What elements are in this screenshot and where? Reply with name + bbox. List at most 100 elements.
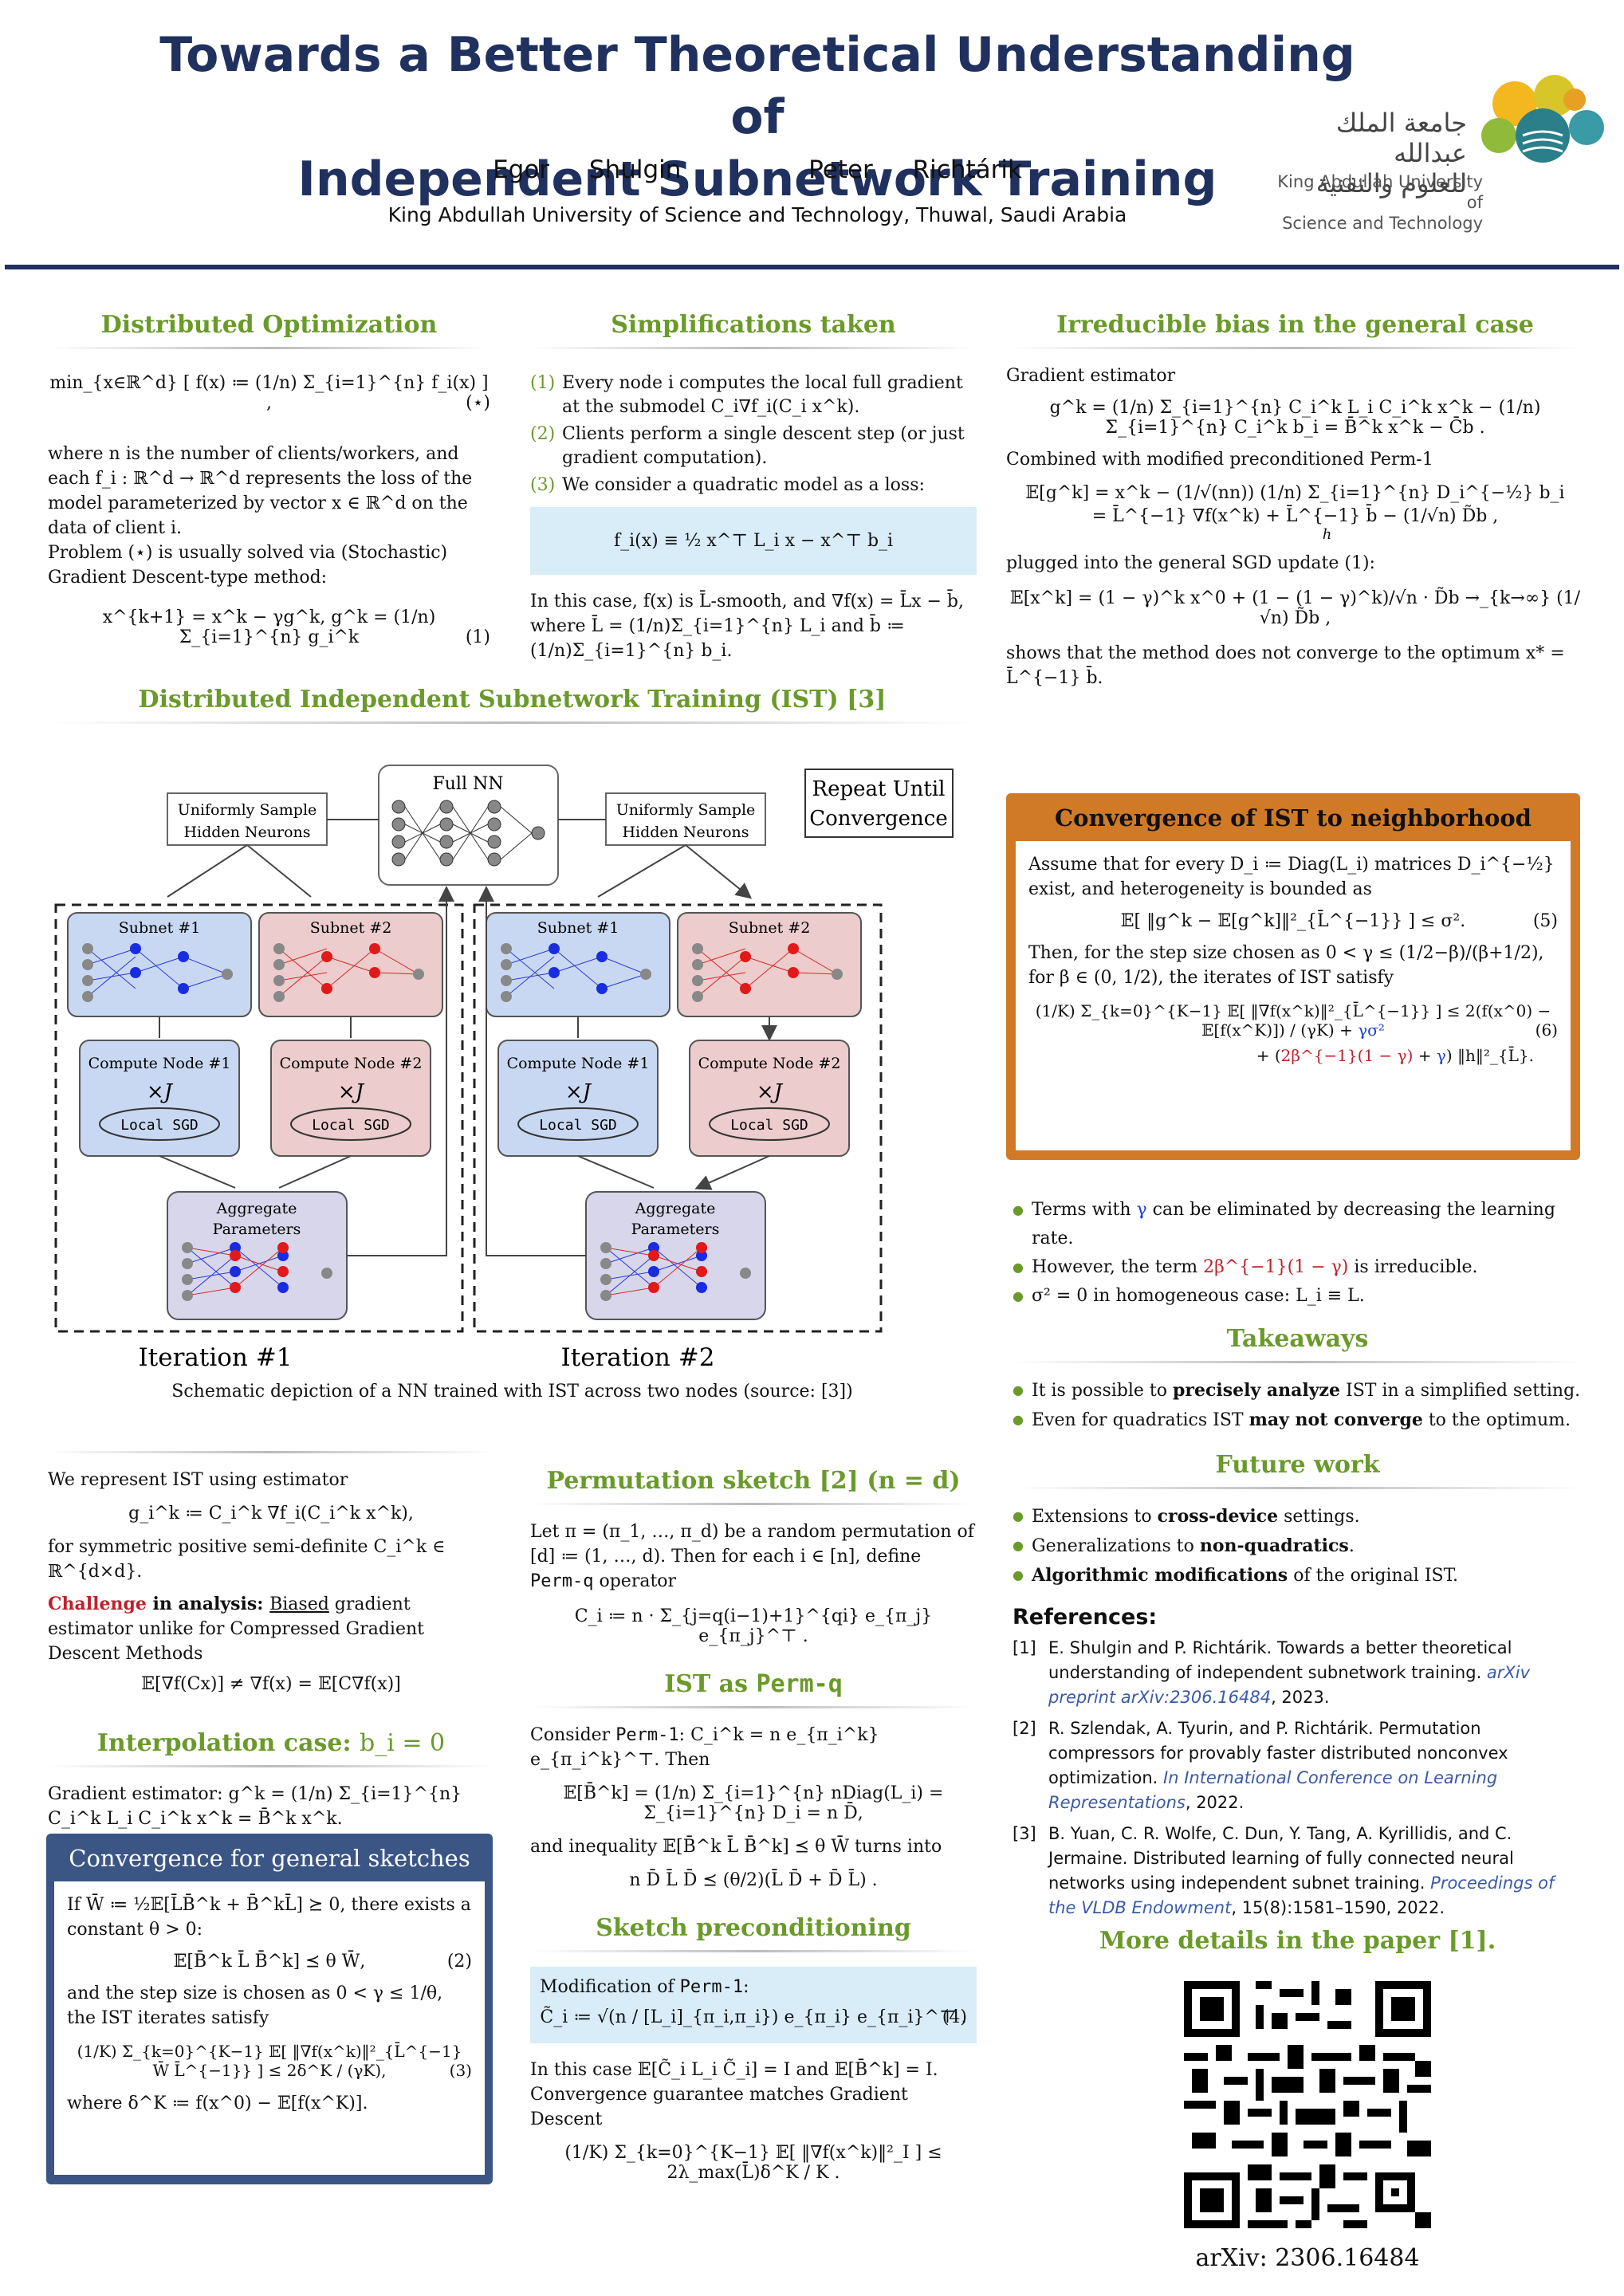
eq-inequality: n D̄ L̄ D̄ ⪯ (θ/2)(L̄ D̄ + D̄ L̄) . — [629, 1870, 878, 1890]
subnet-label: Subnet #1 — [537, 919, 619, 937]
list-item: (3)We consider a quadratic model as a lo… — [530, 475, 925, 495]
section-permutation: Permutation sketch [2] (n = d) Let π = (… — [530, 1467, 977, 2183]
quadratic-model-box: f_i(x) ≡ ½ x^⊤ L_i x − x^⊤ b_i — [530, 507, 977, 575]
paragraph: Convergence guarantee matches Gradient D… — [530, 2085, 908, 2129]
aggregate-label: Parameters — [213, 1221, 301, 1238]
eq-perm: C_i ≔ n · Σ_{j=q(i−1)+1}^{qi} e_{π_j} e_… — [574, 1606, 933, 1646]
subnet-label: Subnet #2 — [310, 919, 392, 937]
local-sgd-label: Local SGD — [730, 1117, 808, 1134]
xj-label: ×J — [565, 1080, 592, 1104]
paragraph: Consider Perm-1: C_i^k = n e_{π_i^k} e_{… — [530, 1725, 879, 1770]
eq-gd-rate: (1/K) Σ_{k=0}^{K−1} 𝔼[ ‖∇f(x^k)‖²_I ] ≤ … — [564, 2143, 942, 2183]
iteration-2-box — [473, 903, 883, 1333]
paragraph: In this case, f(x) is L̄-smooth, and ∇f(… — [530, 592, 964, 611]
list-item: Algorithmic modifications of the origina… — [1013, 1561, 1583, 1590]
repeat-label-1: Repeat Until — [812, 777, 946, 801]
section-title: Distributed Independent Subnetwork Train… — [138, 686, 887, 714]
arxiv-id: arXiv: 2306.16484 — [1195, 2244, 1420, 2272]
compute-nodes: Compute Node #1 ×J Local SGD Compute Nod… — [79, 1040, 850, 1157]
eq-bias: 𝔼[∇f(Cx)] ≠ ∇f(x) = 𝔼[C∇f(x)] — [141, 1674, 401, 1694]
list-item: Terms with γ can be eliminated by decrea… — [1013, 1196, 1583, 1253]
eq-condition: 𝔼[B̄^k L̄ B̄^k] ⪯ θ W̄,(2) — [173, 1952, 472, 1972]
section-irreducible-bias: Irreducible bias in the general case Gra… — [1006, 311, 1584, 690]
section-simplifications: Simplifications taken (1)Every node i co… — [530, 311, 977, 663]
section-title: Future work — [1215, 1451, 1380, 1479]
title-line-2: Independent Subnetwork Training — [297, 151, 1217, 207]
eq-ist-rate-b: + (2β^{−1}(1 − γ) + γ) ‖h‖²_{L̄}. — [1256, 1046, 1534, 1065]
eq-expectation-a: 𝔼[g^k] = x^k − (1/√(nn)) (1/n) Σ_{i=1}^{… — [1025, 483, 1565, 503]
compute-node-label: Compute Node #1 — [88, 1055, 231, 1072]
simplification-list: (1)Every node i computes the local full … — [530, 372, 977, 497]
paragraph: and the step size is chosen as 0 < γ ≤ 1… — [67, 1983, 443, 2028]
paragraph: where L̄ = (1/n)Σ_{i=1}^{n} L_i and b̄ ≔… — [530, 616, 905, 661]
logo-arabic: جامعة الملك عبدالله للعلوم والتقنية — [1315, 108, 1467, 199]
section-title: Distributed Optimization — [100, 311, 438, 339]
more-details: More details in the paper [1]. — [1099, 1927, 1496, 1955]
sketch-precond-box: Modification of Perm-1: C̃_i ≔ √(n / [L_… — [530, 1967, 977, 2043]
paragraph: Then, for the step size chosen as 0 < γ … — [1028, 943, 1544, 988]
iteration-1-label: Iteration #1 — [139, 1343, 293, 1372]
full-nn-box — [378, 765, 559, 886]
references-title: References: — [1013, 1605, 1158, 1630]
xj-label: ×J — [757, 1080, 784, 1104]
aggregate-label: Parameters — [631, 1221, 720, 1238]
eq-expectation-b: = L̄^{−1} ∇f(x^k) + L̄^{−1} b̄ − (1/√n) … — [1091, 506, 1499, 526]
convergence-notes: Terms with γ can be eliminated by decrea… — [1013, 1196, 1583, 1955]
paragraph: In this case 𝔼[C̃_i L_i C̃_i] = I and 𝔼[… — [530, 2060, 938, 2080]
paragraph: plugged into the general SGD update (1): — [1006, 553, 1375, 573]
section-title: Interpolation case: b_i = 0 — [96, 1729, 446, 1757]
list-item: (1)Every node i computes the local full … — [530, 373, 963, 417]
header-rule — [5, 265, 1619, 269]
qr-code-icon[interactable] — [1176, 1973, 1439, 2236]
title-line-1: Towards a Better Theoretical Understandi… — [159, 27, 1355, 145]
paragraph: where δ^K ≔ f(x^0) − 𝔼[f(x^K)]. — [67, 2094, 368, 2113]
reference-link[interactable]: In International Conference on Learning … — [1048, 1768, 1498, 1812]
paragraph: where n is the number of clients/workers… — [48, 444, 473, 538]
section-title: Simplifications taken — [611, 311, 896, 339]
eq-heterogeneity: 𝔼[ ‖g^k − 𝔼[g^k]‖²_{L̄^{−1}} ] ≤ σ².(5) — [1120, 911, 1558, 931]
list-item: Extensions to cross-device settings. — [1013, 1502, 1583, 1531]
paragraph: and inequality 𝔼[B̄^k L̄ B̄^k] ⪯ θ W̄ tu… — [530, 1837, 942, 1857]
subnet-label: Subnet #2 — [729, 919, 811, 937]
list-item: It is possible to precisely analyze IST … — [1013, 1376, 1583, 1406]
authors: Egor Shulgin Peter Richtárik — [159, 155, 1355, 184]
reference-item: [3]B. Yuan, C. R. Wolfe, C. Dun, Y. Tang… — [1013, 1824, 1555, 1917]
eq-sgd: x^{k+1} = x^k − γg^k, g^k = (1/n) Σ_{i=1… — [102, 607, 490, 647]
local-sgd-label: Local SGD — [312, 1117, 390, 1134]
eq-sgd-limit: 𝔼[x^k] = (1 − γ)^k x^0 + (1 − (1 − γ)^k)… — [1009, 588, 1581, 628]
challenge-label: Challenge — [48, 1594, 147, 1614]
repeat-label-2: Convergence — [809, 807, 948, 831]
compute-node-label: Compute Node #1 — [507, 1055, 650, 1072]
eq-gradient-estimator: g^k = (1/n) Σ_{i=1}^{n} C_i^k L_i C_i^k … — [1049, 398, 1541, 438]
author-1: Egor Shulgin — [493, 155, 682, 184]
convergence-general-panel: Convergence for general sketches If W̄ ≔… — [46, 1834, 493, 2184]
kaust-logo: جامعة الملك عبدالله للعلوم والتقنية King… — [1260, 60, 1610, 233]
reference-link[interactable]: Proceedings of the VLDB Endowment — [1048, 1873, 1555, 1917]
eq-rate: (1/K) Σ_{k=0}^{K−1} 𝔼[ ‖∇f(x^k)‖²_{L̄^{−… — [77, 2042, 472, 2080]
section-estimator: We represent IST using estimator g_i^k ≔… — [48, 1451, 494, 1831]
local-sgd-label: Local SGD — [539, 1117, 617, 1134]
paragraph: We represent IST using estimator — [48, 1470, 348, 1490]
paragraph: Let π = (π_1, …, π_d) be a random permut… — [530, 1522, 974, 1591]
paragraph: Gradient estimator: g^k = (1/n) Σ_{i=1}^… — [48, 1784, 462, 1829]
reference-link[interactable]: arXiv preprint arXiv:2306.16484 — [1048, 1663, 1531, 1707]
compute-node-label: Compute Node #2 — [698, 1055, 841, 1072]
paragraph: Assume that for every D_i ≔ Diag(L_i) ma… — [1028, 855, 1555, 899]
aggregate-label: Aggregate — [216, 1200, 297, 1217]
xj-label: ×J — [147, 1080, 174, 1104]
challenge-paragraph: Challenge in analysis: Biased gradient e… — [48, 1594, 425, 1664]
list-item: σ² = 0 in homogeneous case: L_i ≡ L. — [1013, 1282, 1583, 1311]
kaust-logo-mark-icon — [1481, 75, 1604, 163]
reference-item: [2]R. Szlendak, A. Tyurin, and P. Richtá… — [1013, 1719, 1508, 1812]
sample-label: Uniformly Sample — [616, 801, 756, 819]
figure-caption: Schematic depiction of a NN trained with… — [171, 1382, 853, 1402]
section-title: Takeaways — [1226, 1325, 1369, 1353]
section-title: Irreducible bias in the general case — [1056, 311, 1534, 339]
paragraph: If W̄ ≔ ½𝔼[L̄B̄^k + B̄^kL̄] ⪰ 0, there e… — [67, 1895, 471, 1940]
eq-ist-rate-a: (1/K) Σ_{k=0}^{K−1} 𝔼[ ‖∇f(x^k)‖²_{L̄^{−… — [1035, 1001, 1558, 1040]
iteration-1-box — [54, 903, 464, 1333]
eq-estimator: g_i^k ≔ C_i^k ∇f_i(C_i^k x^k), — [128, 1504, 414, 1523]
section-title: Permutation sketch [2] (n = d) — [546, 1467, 961, 1495]
local-sgd-label: Local SGD — [120, 1117, 199, 1134]
repeat-box — [804, 769, 954, 838]
